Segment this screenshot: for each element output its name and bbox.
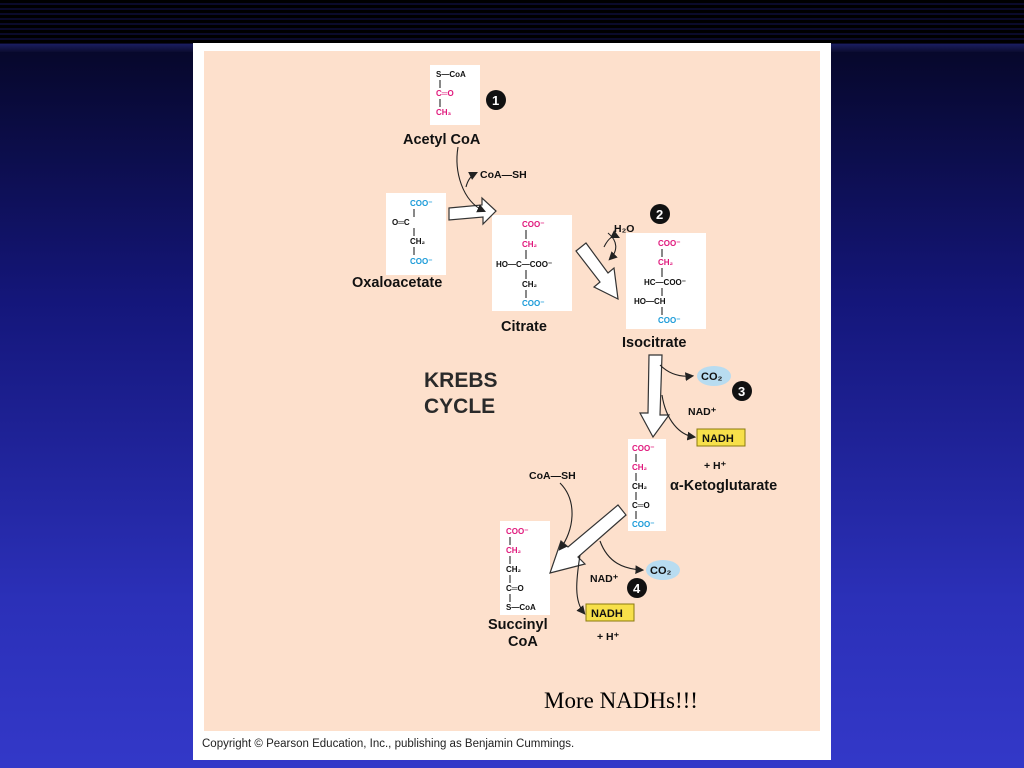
arrow-h2o-out <box>607 232 618 261</box>
ketoglutarate-structure-box <box>628 439 666 531</box>
acetyl-structure-box <box>430 65 480 125</box>
cit-ho-c: HO—C—COO⁻ <box>496 260 552 269</box>
step-4-marker: 4 <box>627 578 647 598</box>
copyright-line: Copyright © Pearson Education, Inc., pub… <box>202 738 575 750</box>
label-citrate: Citrate <box>501 319 547 335</box>
akg-coo-top: COO⁻ <box>632 444 654 453</box>
figure-panel: S—CoA C═O CH₃ COO⁻ O═C CH₂ COO⁻ COO⁻ CH₂ <box>193 43 831 760</box>
cit-ch2-1: CH₂ <box>522 240 538 249</box>
oxaloacetate-structure-box <box>386 193 446 275</box>
label-coash-1: CoA—SH <box>480 169 527 181</box>
arrow-citrate-to-isocitrate <box>575 242 619 301</box>
suc-coo-top: COO⁻ <box>506 527 528 536</box>
label-coash-2: CoA—SH <box>529 470 576 482</box>
label-nad-1: NAD⁺ <box>688 406 717 418</box>
arrow-co2-1 <box>659 364 695 382</box>
step-3-marker: 3 <box>732 381 752 401</box>
oaa-coo-bottom: COO⁻ <box>410 257 432 266</box>
svg-text:4: 4 <box>633 581 641 596</box>
label-co2-2: CO₂ <box>650 565 672 577</box>
acetyl-c-o: C═O <box>436 89 454 98</box>
slide-caption: More NADHs!!! <box>544 688 698 713</box>
label-hplus-1: + H⁺ <box>704 460 727 472</box>
arrow-isocitrate-to-ketoglutarate <box>638 354 671 439</box>
arrow-oxaloacetate-to-citrate <box>448 196 497 226</box>
cit-ch2-2: CH₂ <box>522 280 538 289</box>
label-succinyl-coa: CoA <box>508 634 538 650</box>
svg-text:3: 3 <box>738 384 745 399</box>
nadh-box-2 <box>585 603 635 622</box>
arrow-coash-2-in <box>558 482 573 551</box>
arrow-coash-release <box>456 146 487 213</box>
label-isocitrate: Isocitrate <box>622 335 686 351</box>
title-cycle: CYCLE <box>424 395 495 418</box>
akg-ch2-2: CH₂ <box>632 482 648 491</box>
suc-s-coa: S—CoA <box>506 603 536 612</box>
label-nad-2: NAD⁺ <box>590 573 619 585</box>
svg-text:2: 2 <box>656 207 663 222</box>
akg-ch2-1: CH₂ <box>632 463 648 472</box>
succinyl-structure-box <box>500 521 550 615</box>
cit-coo-top: COO⁻ <box>522 220 544 229</box>
krebs-diagram: S—CoA C═O CH₃ COO⁻ O═C CH₂ COO⁻ COO⁻ CH₂ <box>204 51 820 731</box>
diagram-canvas: S—CoA C═O CH₃ COO⁻ O═C CH₂ COO⁻ COO⁻ CH₂ <box>352 65 777 650</box>
label-oxaloacetate: Oxaloacetate <box>352 275 442 291</box>
iso-coo-top: COO⁻ <box>658 239 680 248</box>
title-krebs: KREBS <box>424 369 498 392</box>
suc-ch2-2: CH₂ <box>506 565 522 574</box>
iso-ch2: CH₂ <box>658 258 674 267</box>
label-nadh-1: NADH <box>702 433 734 445</box>
iso-ho-ch: HO—CH <box>634 297 666 306</box>
arrow-coash-out <box>465 172 478 188</box>
label-succinyl: Succinyl <box>488 617 548 633</box>
label-h2o: H₂O <box>614 223 634 235</box>
arrow-co2-2 <box>599 540 645 575</box>
citrate-structure-box <box>492 215 572 311</box>
label-ketoglutarate: α-Ketoglutarate <box>670 478 777 494</box>
label-co2-1: CO₂ <box>701 371 723 383</box>
arrow-h2o-in <box>603 230 620 248</box>
cit-coo-bottom: COO⁻ <box>522 299 544 308</box>
arrow-ketoglutarate-to-succinyl <box>549 504 627 574</box>
akg-c-o: C═O <box>632 501 650 510</box>
iso-hc: HC—COO⁻ <box>644 278 686 287</box>
step-2-marker: 2 <box>650 204 670 224</box>
label-nadh-2: NADH <box>591 608 623 620</box>
nadh-box-1 <box>696 428 746 447</box>
isocitrate-structure-box <box>626 233 706 329</box>
oaa-ch2: CH₂ <box>410 237 426 246</box>
iso-coo-bottom: COO⁻ <box>658 316 680 325</box>
label-hplus-2: + H⁺ <box>597 631 620 643</box>
suc-c-o: C═O <box>506 584 524 593</box>
oaa-coo-top: COO⁻ <box>410 199 432 208</box>
akg-coo-bottom: COO⁻ <box>632 520 654 529</box>
arrow-nadh-2 <box>576 554 586 615</box>
step-1-marker: 1 <box>486 90 506 110</box>
svg-text:1: 1 <box>492 93 499 108</box>
acetyl-ch3: CH₃ <box>436 108 452 117</box>
arrow-nadh-1 <box>661 394 697 441</box>
acetyl-s-coa: S—CoA <box>436 70 466 79</box>
suc-ch2-1: CH₂ <box>506 546 522 555</box>
oaa-c-o: O═C <box>392 218 410 227</box>
label-acetyl-coa: Acetyl CoA <box>403 132 481 148</box>
co2-bubble-2 <box>646 560 680 580</box>
co2-bubble-1 <box>697 366 731 386</box>
